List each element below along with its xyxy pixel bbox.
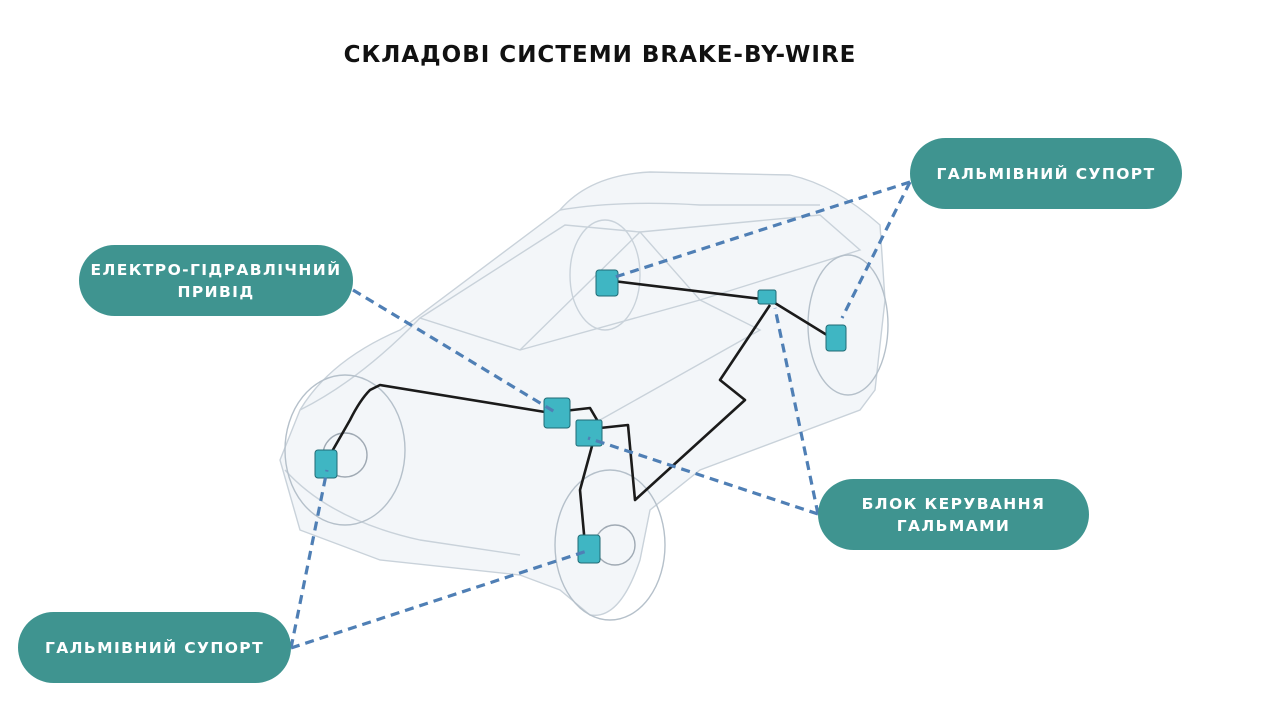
page-title: СКЛАДОВІ СИСТЕМИ BRAKE-BY-WIRE xyxy=(343,42,857,68)
side-window xyxy=(638,214,862,301)
brake-line-front-right xyxy=(578,434,597,546)
front-right-wheel xyxy=(554,469,666,621)
leader-actuator xyxy=(352,288,556,414)
brake-line-rear-right xyxy=(769,298,836,342)
control-unit xyxy=(575,419,603,447)
brake-line-front-left xyxy=(328,383,546,456)
door-line xyxy=(519,299,762,421)
brake-line-rear-left xyxy=(604,278,771,302)
label-caliper-top-right: ГАЛЬМІВНИЙ СУПОРТ xyxy=(910,138,1182,209)
rear-left-wheel xyxy=(569,219,641,331)
label-caliper-bottom-left-line-1: ГАЛЬМІВНИЙ СУПОРТ xyxy=(44,638,265,657)
leader-caliper-tr-to-rear-left xyxy=(611,180,911,280)
car-illustration xyxy=(279,171,889,621)
caliper-rear-left xyxy=(595,269,619,297)
front-left-wheel xyxy=(284,374,406,526)
caliper-front-right xyxy=(577,534,601,564)
caliper-rear-right xyxy=(825,324,847,352)
leader-control-unit-a xyxy=(587,436,819,516)
leader-lines xyxy=(289,180,912,650)
caliper-front-left xyxy=(314,449,338,479)
roof-line xyxy=(559,202,820,211)
brake-line-center xyxy=(599,304,772,502)
brake-lines xyxy=(328,278,836,546)
label-control-unit-line-1: БЛОК КЕРУВАННЯ xyxy=(861,494,1046,513)
label-caliper-bottom-left: ГАЛЬМІВНИЙ СУПОРТ xyxy=(18,612,291,683)
label-actuator-line-2: ПРИВІД xyxy=(177,282,255,301)
label-control-unit-line-2: ГАЛЬМАМИ xyxy=(896,516,1011,535)
label-actuator-line-1: ЕЛЕКТРО-ГІДРАВЛІЧНИЙ xyxy=(90,260,342,279)
leader-caliper-bl-to-front-left xyxy=(289,469,329,649)
label-caliper-top-right-line-1: ГАЛЬМІВНИЙ СУПОРТ xyxy=(936,164,1156,183)
actuator-unit xyxy=(543,397,571,429)
label-control-unit: БЛОК КЕРУВАННЯ ГАЛЬМАМИ xyxy=(818,479,1089,550)
hood-line xyxy=(299,317,421,411)
leader-caliper-tr-to-rear-right xyxy=(840,181,912,319)
car-outline xyxy=(279,171,886,617)
junction-box xyxy=(757,289,777,305)
rear-right-wheel xyxy=(807,254,889,396)
brake-components xyxy=(314,269,847,564)
label-actuator: ЕЛЕКТРО-ГІДРАВЛІЧНИЙ ПРИВІД xyxy=(79,245,353,316)
leader-caliper-bl-to-front-right xyxy=(290,548,591,650)
front-bumper xyxy=(284,469,521,556)
leader-control-unit-b xyxy=(773,307,820,515)
